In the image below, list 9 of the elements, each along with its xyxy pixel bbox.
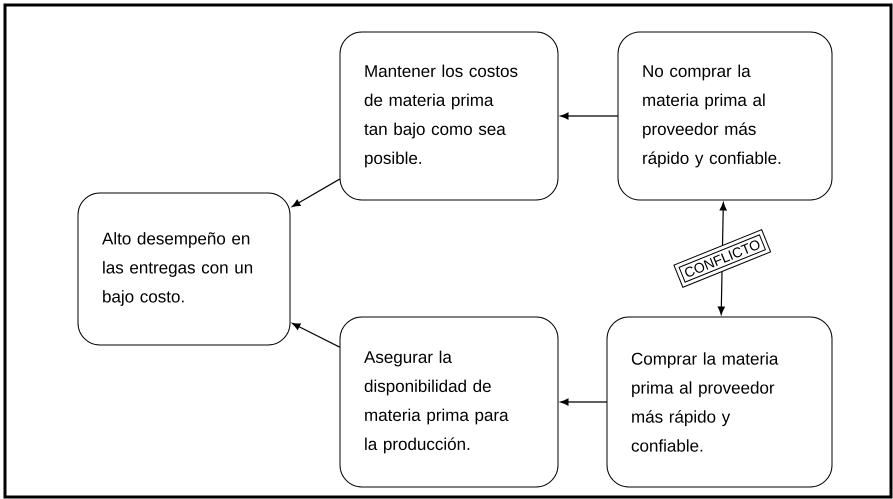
- text-box: Asegurar la disponibilidad de materia prima para la producción.: [340, 316, 558, 488]
- text-box: Alto desempeño en las entregas con un bajo costo.: [78, 192, 290, 346]
- text-box: No comprar la materia prima al proveedor más rápido y confiable.: [618, 32, 832, 200]
- arrow: [292, 178, 340, 208]
- arrow: [292, 322, 340, 348]
- arrow: [560, 398, 606, 406]
- arrow: [560, 112, 618, 120]
- text-box: Mantener los costos de materia prima tan bajo como sea posible.: [340, 32, 558, 200]
- text-box: Comprar la materia prima al proveedor más rápido y confiable.: [606, 316, 832, 488]
